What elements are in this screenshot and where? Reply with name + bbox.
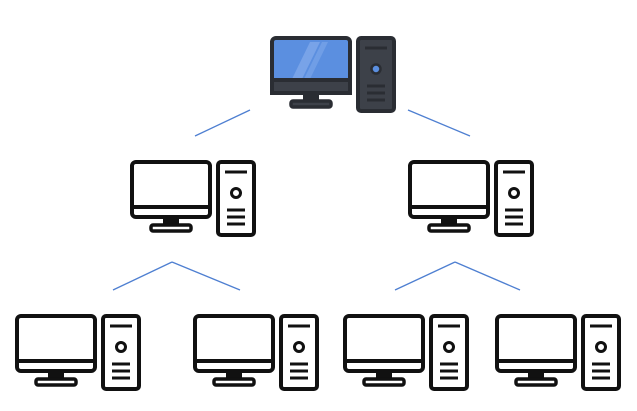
connector-right-rightchild: [454, 261, 521, 291]
computer-icon-level3-1: [15, 314, 141, 391]
connector-root-right: [407, 109, 471, 137]
computer-icon-level3-4: [495, 314, 621, 391]
computer-icon-level3-3: [343, 314, 469, 391]
computer-icon-level2-left: [130, 160, 256, 237]
connector-lines: [112, 109, 521, 291]
connector-left-leftchild: [112, 261, 173, 291]
connector-right-leftchild: [394, 261, 456, 291]
computer-icon-level2-right: [408, 160, 534, 237]
root-computer-icon: [270, 36, 396, 113]
connector-left-rightchild: [171, 261, 241, 291]
computer-icon-level3-2: [193, 314, 319, 391]
connector-root-left: [194, 109, 251, 137]
